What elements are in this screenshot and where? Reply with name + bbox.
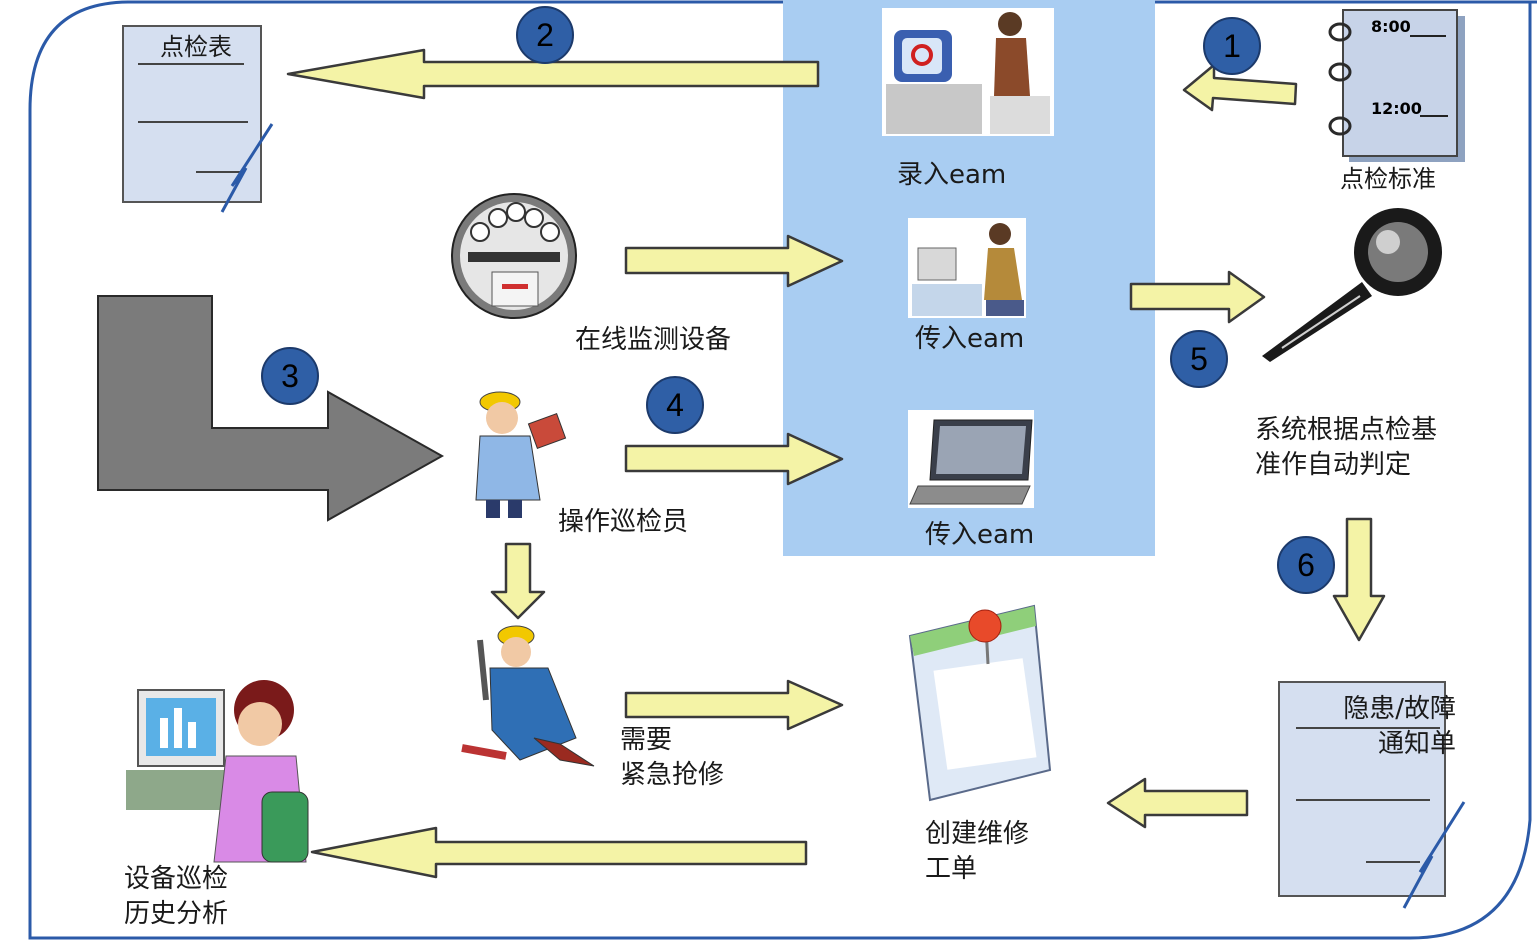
- arrow-notice-to-order: [1106, 777, 1249, 829]
- step-5: 5: [1170, 330, 1228, 388]
- arrow-inspector-to-eam: [624, 432, 844, 486]
- arrow-inspector-to-repair: [490, 542, 546, 620]
- work-order-label: 创建维修 工单: [925, 819, 1030, 884]
- operator-inspector-label: 操作巡检员: [558, 507, 689, 537]
- step-2: 2: [516, 6, 574, 64]
- step-3: 3: [261, 347, 319, 405]
- urgent-repair-label: 需要 紧急抢修: [620, 725, 725, 790]
- inspection-table-label: 点检表: [160, 33, 232, 61]
- step-4: 4: [646, 376, 704, 434]
- system-judge-label: 系统根据点检基 准作自动判定: [1255, 415, 1438, 480]
- big-arrow-step3: [97, 295, 445, 522]
- eam-entry-label: 录入eam: [897, 160, 1007, 190]
- notebook-time-1: 8:00: [1371, 17, 1411, 36]
- notebook-time-2: 12:00: [1371, 99, 1422, 118]
- step-6: 6: [1277, 536, 1335, 594]
- arrow-monitor-to-eam: [624, 234, 844, 288]
- arrow-eam-to-system: [1129, 270, 1266, 324]
- arrow-eam-to-table: [286, 48, 820, 100]
- inspection-standard-label: 点检标准: [1340, 165, 1436, 193]
- online-monitor-label: 在线监测设备: [575, 325, 732, 355]
- arrow-system-to-notice: [1332, 517, 1386, 642]
- arrow-repair-to-order: [624, 679, 844, 731]
- fault-notice-label: 隐患/故障 通知单: [1343, 694, 1456, 759]
- history-analysis-label: 设备巡检 历史分析: [124, 864, 229, 929]
- arrow-order-to-history: [310, 826, 808, 879]
- arrow-standard-to-eam: [1182, 63, 1298, 112]
- eam-transfer-2-label: 传入eam: [925, 520, 1035, 550]
- eam-transfer-1-label: 传入eam: [915, 324, 1025, 354]
- step-1: 1: [1203, 17, 1261, 75]
